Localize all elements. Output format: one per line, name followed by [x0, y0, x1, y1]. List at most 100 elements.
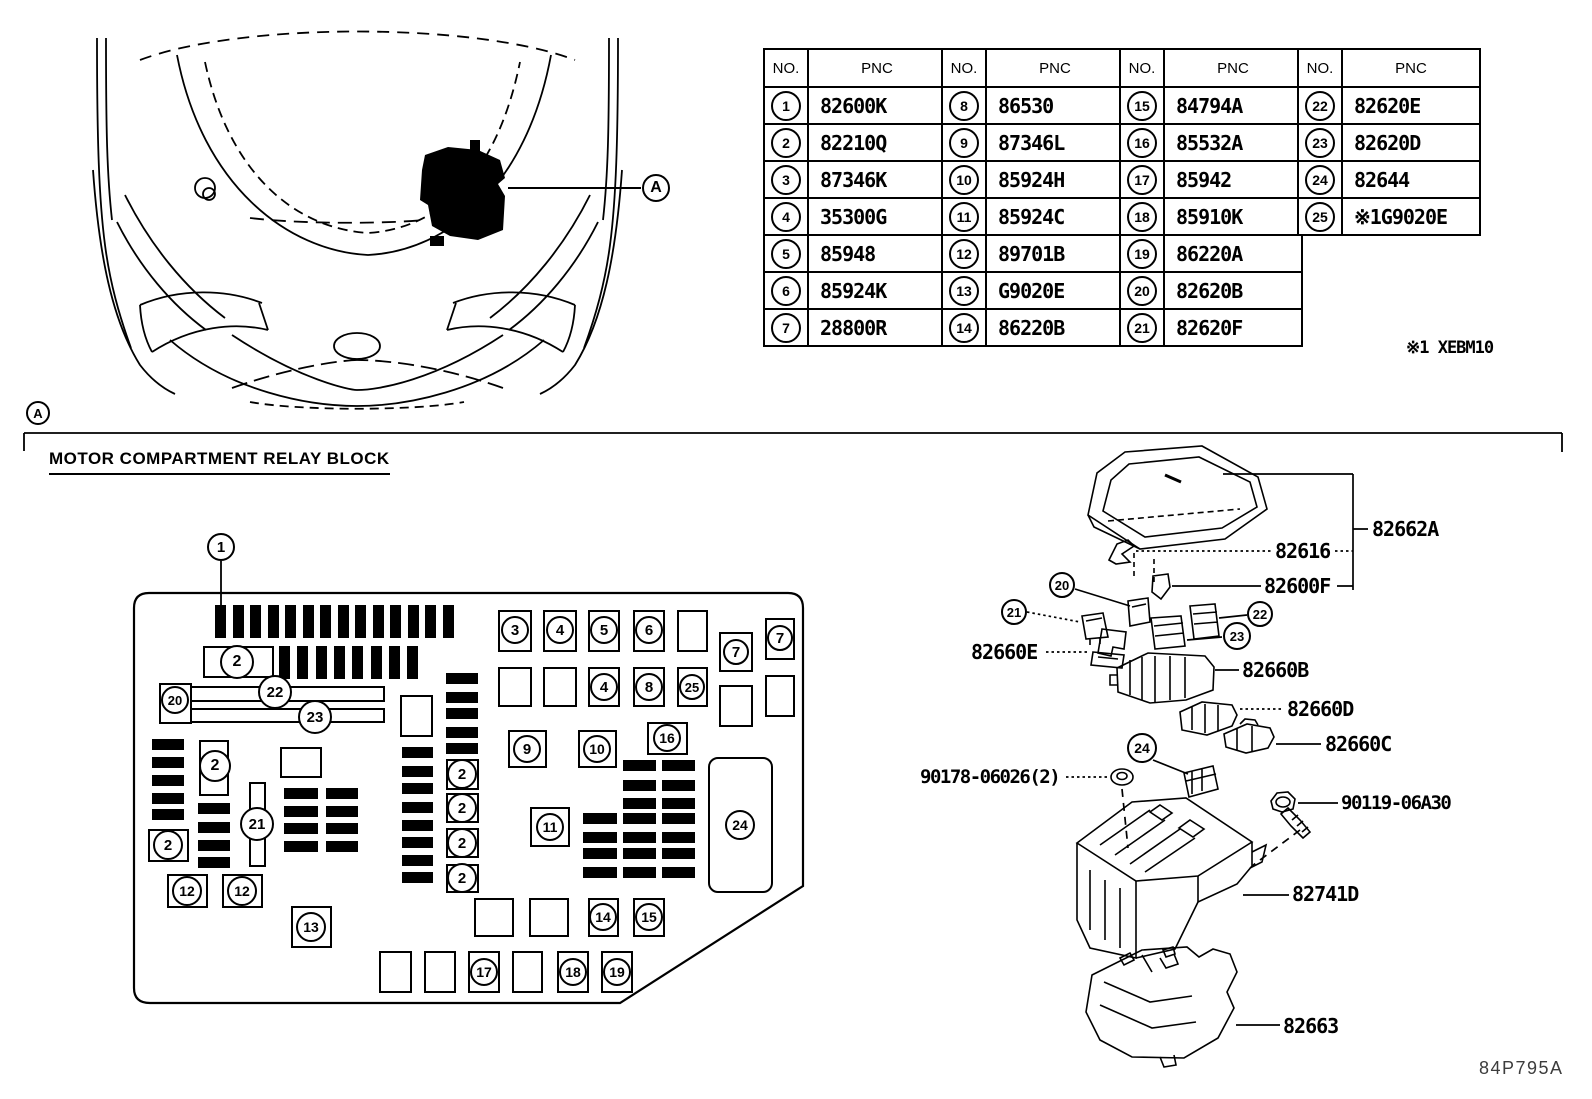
row-number-badge: 15	[1127, 90, 1157, 121]
leader-lines	[1026, 473, 1368, 1026]
pnc-value: 87346K	[807, 160, 947, 199]
fuse-chip: 16	[653, 724, 681, 752]
exploded-parts-drawing	[1075, 445, 1312, 1068]
row-number-badge: 3	[771, 164, 801, 195]
fuse-chip: 19	[603, 958, 631, 986]
fuse-chip: 4	[546, 616, 574, 644]
exploded-chip-label: 23	[1229, 628, 1245, 644]
fuse-bars	[152, 605, 695, 883]
relay-slot	[181, 708, 385, 723]
relay-slot	[512, 951, 543, 993]
fuse-chip-label: 2	[232, 653, 242, 670]
fuse-chip: 18	[559, 958, 587, 986]
fuse-chip-label: 4	[555, 621, 565, 639]
relay-slot	[379, 951, 412, 993]
relay-block-location-mark	[420, 140, 505, 246]
row-number-badge: 10	[949, 164, 979, 195]
pnc-value: 85924H	[985, 160, 1125, 199]
row-number-badge: 9	[949, 127, 979, 158]
row-number-badge: 24	[1305, 164, 1335, 195]
header-pnc: PNC	[807, 48, 947, 88]
relay-slot	[474, 898, 514, 937]
fuse-chip: 6	[635, 616, 663, 644]
fuse-chip-label: 24	[732, 817, 748, 833]
callout-a-label: A	[33, 405, 43, 421]
row-number-badge: 21	[1127, 312, 1157, 343]
pnc-value: 85942	[1163, 160, 1303, 199]
row-number-badge: 17	[1127, 164, 1157, 195]
fuse-chip-label: 25	[684, 679, 700, 695]
pnc-value: G9020E	[985, 271, 1125, 310]
fuse-chip-label: 2	[210, 757, 220, 774]
pnc-value: 82620E	[1341, 86, 1481, 125]
exploded-chip-label: 22	[1252, 606, 1268, 622]
part-label-82660b: 82660B	[1242, 658, 1309, 682]
pnc-value: 85910K	[1163, 197, 1303, 236]
car-front-drawing	[92, 30, 641, 410]
pnc-value: 82644	[1341, 160, 1481, 199]
relay-slot	[543, 667, 577, 707]
fuse-chip: 2	[199, 750, 231, 782]
fuse-chip-label: 15	[641, 909, 657, 925]
fuse-chip-label: 17	[476, 964, 492, 980]
pnc-value: 89701B	[985, 234, 1125, 273]
header-pnc: PNC	[985, 48, 1125, 88]
fuse-chip: 24	[725, 810, 755, 840]
fuse-chip-label: 14	[595, 909, 611, 925]
pnc-value: 82620F	[1163, 308, 1303, 347]
fuse-chip: 9	[513, 735, 541, 763]
row-number-badge: 22	[1305, 90, 1335, 121]
relay-slot	[280, 747, 322, 778]
row-number-badge: 2	[771, 127, 801, 158]
fuse-chip-label: 12	[179, 883, 195, 899]
fuse-chip-label: 2	[457, 765, 467, 783]
fuse-chip-label: 7	[731, 643, 741, 661]
fuse-chip-label: 22	[266, 683, 284, 701]
callout-a-label: A	[650, 179, 662, 196]
row-number-badge: 13	[949, 275, 979, 306]
fuse-chip: 2	[220, 645, 254, 679]
pnc-value: 82620B	[1163, 271, 1303, 310]
fuse-chip: 14	[589, 903, 617, 931]
exploded-chip-label: 21	[1006, 604, 1022, 620]
pnc-value: 85532A	[1163, 123, 1303, 162]
part-label-82616: 82616	[1275, 539, 1331, 563]
fuse-chip-label: 3	[510, 621, 520, 639]
pnc-value: ※1G9020E	[1341, 197, 1481, 236]
fuse-chip-label: 7	[775, 629, 785, 647]
fuse-chip-label: 12	[234, 883, 250, 899]
row-number-badge: 23	[1305, 127, 1335, 158]
fuse-chip-label: 5	[599, 621, 609, 639]
part-label-82660d: 82660D	[1287, 697, 1354, 721]
row-number-badge: 7	[771, 312, 801, 343]
fuse-chip-label: 1	[216, 538, 226, 556]
header-no: NO.	[763, 48, 809, 88]
pnc-value: 85948	[807, 234, 947, 273]
pnc-value: 82210Q	[807, 123, 947, 162]
fuse-chip-label: 16	[659, 730, 675, 746]
row-number-badge: 12	[949, 238, 979, 269]
fuse-chip: 22	[258, 675, 292, 709]
callout-a-section: A	[26, 401, 50, 425]
row-number-badge: 1	[771, 90, 801, 121]
pnc-value: 86530	[985, 86, 1125, 125]
table-row: 25※1G9020E	[1297, 197, 1481, 236]
pnc-value: 86220A	[1163, 234, 1303, 273]
